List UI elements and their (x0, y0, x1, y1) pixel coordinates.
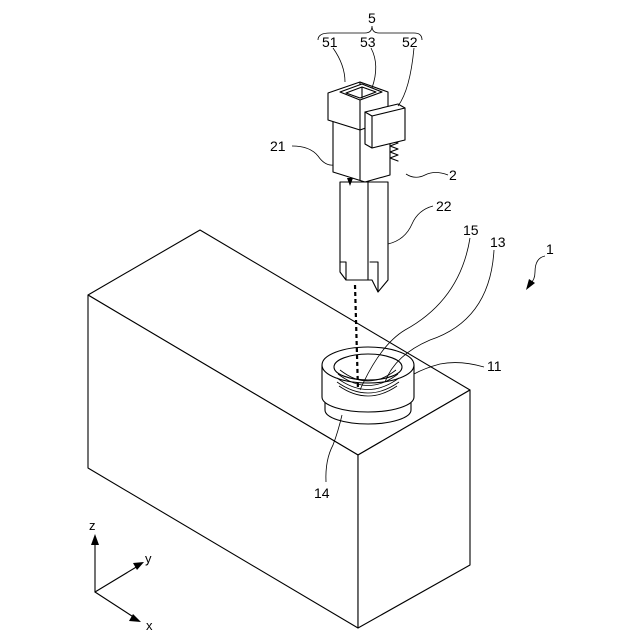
label-15: 15 (463, 222, 479, 238)
label-13: 13 (490, 234, 506, 250)
label-2: 2 (449, 167, 457, 183)
axis-label-y: y (145, 551, 152, 566)
axis-y (95, 566, 138, 592)
label-5: 5 (368, 10, 376, 26)
container-block (88, 230, 470, 628)
label-22: 22 (436, 198, 452, 214)
shaft-lower (340, 182, 388, 292)
neck-mouth-inner (334, 354, 402, 380)
label-51: 51 (322, 34, 338, 50)
ref-1-arrow-line (530, 256, 545, 284)
coordinate-axes: z y x (89, 518, 153, 633)
axis-label-x: x (146, 618, 153, 633)
head-part-52 (365, 104, 405, 148)
label-52: 52 (402, 34, 418, 50)
label-21: 21 (270, 138, 286, 154)
insertion-device (328, 82, 405, 292)
axis-x (95, 592, 135, 618)
label-14: 14 (314, 485, 330, 501)
label-11: 11 (487, 358, 502, 374)
ref-1-arrowhead (526, 279, 535, 290)
label-1: 1 (546, 241, 554, 257)
label-53: 53 (360, 34, 376, 50)
axis-label-z: z (89, 518, 96, 533)
